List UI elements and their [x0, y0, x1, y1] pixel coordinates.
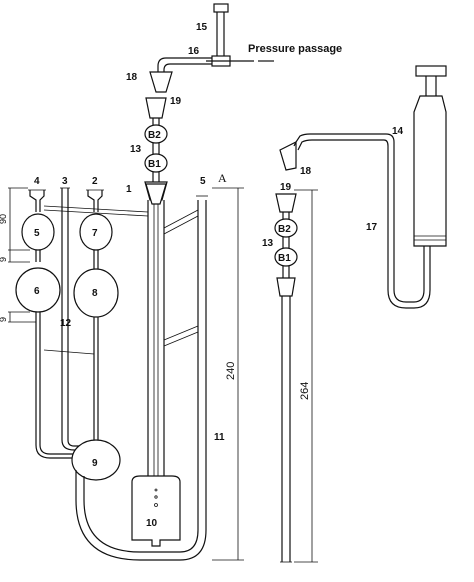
left-connector-tube — [149, 57, 212, 93]
label-12: 12 — [60, 318, 72, 329]
label-18-right: 18 — [300, 166, 312, 177]
label-pressure-passage: Pressure passage — [248, 43, 342, 55]
label-18-left: 18 — [126, 72, 138, 83]
label-b2-right: B2 — [278, 224, 291, 235]
dim-240: 240 — [225, 362, 237, 380]
dim-264: 264 — [299, 382, 311, 400]
label-5-bulb: 5 — [34, 228, 40, 239]
label-1: 1 — [126, 184, 132, 195]
label-9: 9 — [92, 458, 98, 469]
dim-90: 90 — [0, 214, 8, 224]
label-13-right: 13 — [262, 238, 274, 249]
dim-9b: 9 — [0, 317, 8, 322]
label-b2-left: B2 — [148, 130, 161, 141]
label-15: 15 — [196, 22, 208, 33]
label-19-right: 19 — [280, 182, 292, 193]
right-capillary — [274, 193, 298, 563]
label-10: 10 — [146, 518, 158, 529]
label-3: 3 — [62, 176, 68, 187]
label-8: 8 — [92, 288, 98, 299]
label-17: 17 — [366, 222, 378, 233]
dimension-lines — [8, 187, 318, 563]
label-7: 7 — [92, 228, 98, 239]
label-a: A — [218, 171, 227, 185]
label-16: 16 — [188, 46, 200, 57]
diagram-labels: 15 16 Pressure passage 18 19 B2 13 B1 4 … — [0, 22, 404, 529]
label-19-left: 19 — [170, 96, 182, 107]
label-13-left: 13 — [130, 144, 142, 155]
dim-9a: 9 — [0, 257, 8, 262]
pressure-valve-assembly — [206, 3, 274, 67]
label-5-top: 5 — [200, 176, 206, 187]
label-4: 4 — [34, 176, 40, 187]
label-6: 6 — [34, 286, 40, 297]
label-2: 2 — [92, 176, 98, 187]
label-b1-left: B1 — [148, 159, 161, 170]
viscometer-body — [15, 183, 208, 561]
label-b1-right: B1 — [278, 253, 291, 264]
label-14: 14 — [392, 126, 404, 137]
syringe-assembly — [279, 65, 447, 309]
label-11: 11 — [214, 432, 225, 443]
